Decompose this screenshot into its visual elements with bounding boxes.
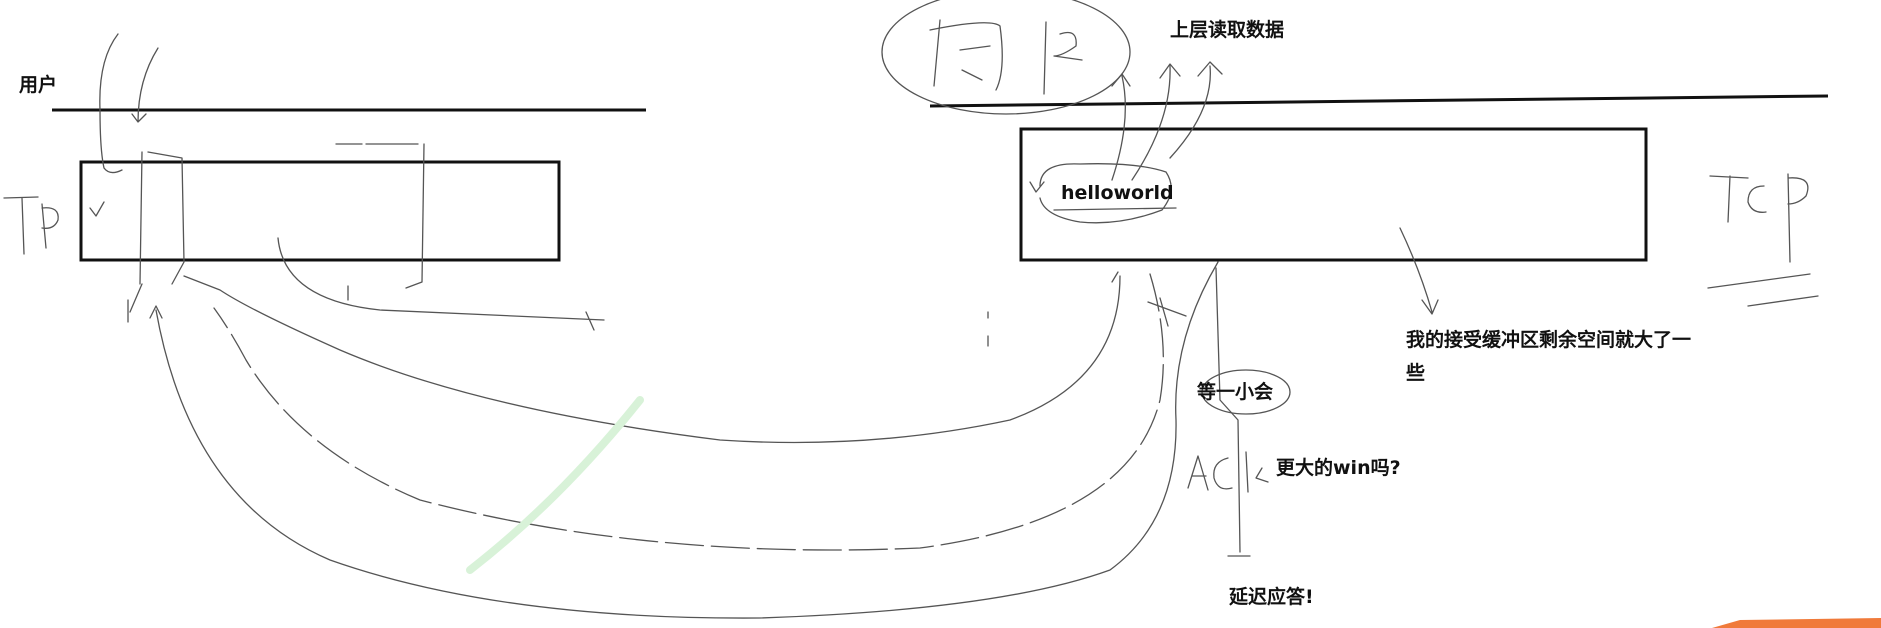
label-delayed-ack: 延迟应答! <box>1229 586 1314 608</box>
payload-underline <box>1053 207 1177 211</box>
receiver-cross-marks <box>1111 271 1187 327</box>
note-arrow <box>1399 227 1439 315</box>
receiver-tcp-buffer <box>1019 127 1648 262</box>
label-upper-read: 上层读取数据 <box>1170 19 1285 41</box>
label-user: 用户 <box>19 74 58 96</box>
payload-tick <box>1029 181 1045 193</box>
label-payload: helloworld <box>1061 182 1174 204</box>
label-receive-buffer-note: 我的接受缓冲区剩余空间就大了一些 <box>1406 329 1692 385</box>
left-scribble-2 <box>131 47 159 123</box>
sender-tcp-buffer <box>79 160 561 262</box>
middle-bracket <box>335 143 425 289</box>
right-upper-boundary-line <box>929 94 1829 108</box>
application-circle <box>881 0 1131 115</box>
left-scribble-3 <box>127 151 143 323</box>
ack-handwriting <box>1187 451 1269 493</box>
wait-circle <box>1201 369 1291 415</box>
window-bottom-curve <box>277 237 605 331</box>
label-bigger-win: 更大的win吗? <box>1276 457 1401 479</box>
tcp-right-underlines <box>1707 273 1819 307</box>
read-arrow-3 <box>1169 61 1223 159</box>
data-arc-inner <box>183 275 1121 444</box>
ack-arc-outer <box>149 261 1219 619</box>
left-bracket <box>147 151 185 285</box>
left-scribble-1 <box>99 33 123 174</box>
application-sketch <box>929 19 1083 95</box>
faint-watermark-mark <box>466 396 644 574</box>
read-arrow-2 <box>1131 63 1181 181</box>
payload-circle <box>1039 163 1172 224</box>
handwritten-tcp-left <box>3 196 59 255</box>
ack-timeline <box>1215 267 1251 557</box>
corner-accent <box>1712 618 1881 628</box>
label-wait: 等一小会 <box>1197 381 1274 403</box>
left-check-mark <box>89 201 105 217</box>
handwritten-tcp-right <box>1709 173 1809 263</box>
window-update-arc-dashed <box>213 273 1164 551</box>
